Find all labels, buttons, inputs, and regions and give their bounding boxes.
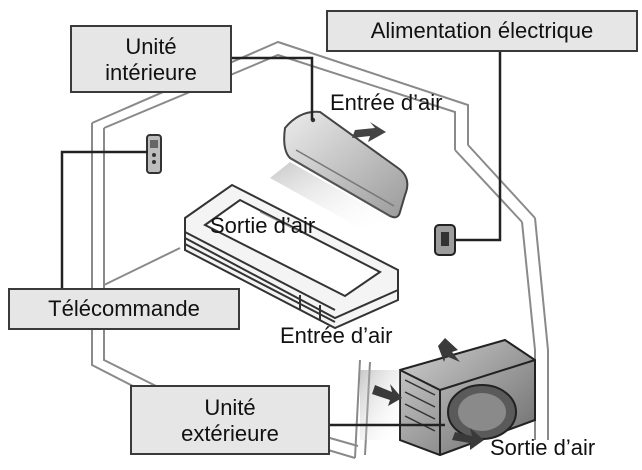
label-outdoor-unit: Unité extérieure <box>130 385 330 455</box>
outdoor-air-arrows <box>372 338 484 450</box>
label-indoor-unit: Unité intérieure <box>70 25 232 93</box>
leader-lines <box>60 50 502 427</box>
bed-furniture <box>184 183 399 330</box>
indoor-unit <box>270 110 409 228</box>
label-outdoor-unit-line1: Unité <box>204 395 256 420</box>
air-inlet-arrow-indoor <box>352 122 386 142</box>
power-outlet <box>434 224 456 256</box>
label-air-outlet-indoor: Sortie d’air <box>210 213 316 238</box>
label-power-supply: Alimentation électrique <box>326 10 638 52</box>
label-outdoor-unit-line2: extérieure <box>181 421 279 446</box>
remote-control <box>146 134 162 174</box>
label-indoor-unit-line2: intérieure <box>105 60 197 85</box>
label-remote-control-text: Télécommande <box>48 296 200 321</box>
label-air-outlet-outdoor: Sortie d’air <box>490 435 596 460</box>
label-indoor-unit-line1: Unité <box>125 34 177 59</box>
label-power-supply-text: Alimentation électrique <box>370 18 594 43</box>
label-air-inlet-indoor: Entrée d’air <box>330 90 443 115</box>
label-air-inlet-outdoor: Entrée d’air <box>280 323 393 348</box>
label-remote-control: Télécommande <box>8 288 240 330</box>
